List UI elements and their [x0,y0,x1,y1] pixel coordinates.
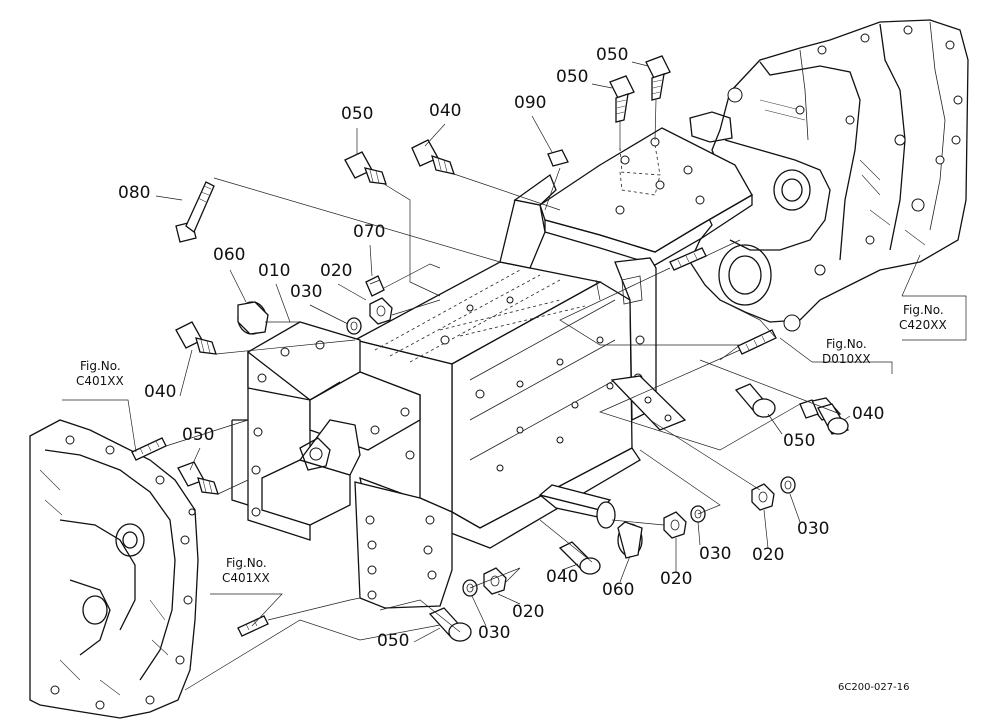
part-label-030: 030 [290,282,322,302]
part-label-010: 010 [258,261,290,281]
figure-reference: Fig.No.D010XX [822,337,871,366]
transmission-housing-left [29,419,199,719]
front-bracket-left [231,321,453,609]
washer-030-upper [346,317,362,335]
part-label-060: 060 [213,245,245,265]
bolt-050-left-lower [177,461,219,495]
part-label-030: 030 [797,519,829,539]
part-label-050: 050 [341,104,373,124]
nut-020-mid [663,511,687,539]
figure-reference: Fig.No.C401XX [222,556,270,585]
figure-reference: Fig.No.C420XX [899,303,947,332]
part-label-040: 040 [429,101,461,121]
nut-020-right [751,483,775,511]
bolt-050-top-1 [645,55,671,101]
part-label-030: 030 [699,544,731,564]
bolt-080 [175,181,215,243]
part-label-020: 020 [512,602,544,622]
figure-reference-number: C420XX [899,318,947,332]
part-label-050: 050 [182,425,214,445]
part-label-020: 020 [752,545,784,565]
part-label-050: 050 [556,67,588,87]
bolt-040-upper [411,139,455,175]
figure-reference-line1: Fig.No. [80,359,121,373]
figure-reference-line1: Fig.No. [826,337,867,351]
part-label-020: 020 [660,569,692,589]
part-label-050: 050 [377,631,409,651]
figure-reference: Fig.No.C401XX [76,359,124,388]
tube-assembly [237,301,643,559]
figure-reference-line1: Fig.No. [903,303,944,317]
part-label-070: 070 [353,222,385,242]
part-label-020: 020 [320,261,352,281]
figure-reference-number: D010XX [822,352,871,366]
washer-030-right [780,476,796,494]
bolt-040-left [175,321,217,355]
nut-020-lower [483,567,507,595]
part-070 [365,275,385,297]
transmission-housing-right [689,19,969,332]
assembly-lines [62,99,967,691]
callout-leaders [155,61,851,643]
part-label-040: 040 [144,382,176,402]
nut-020-upper [369,297,393,325]
figure-reference-number: C401XX [222,571,270,585]
part-label-040: 040 [852,404,884,424]
nuts-washers [346,297,796,597]
bolt-050-right [734,383,776,418]
part-label-080: 080 [118,183,150,203]
drawing-code: 6C200-027-16 [838,682,909,693]
figure-references: Fig.No.C401XXFig.No.C401XXFig.No.D010XXF… [76,303,947,585]
part-label-090: 090 [514,93,546,113]
part-090 [547,149,569,167]
bolt-050-upper-left [344,151,387,185]
top-bracket-plate [499,127,753,431]
studs [131,247,777,637]
part-label-060: 060 [602,580,634,600]
bolt-050-top-2 [609,75,635,123]
bolts [131,55,850,642]
part-label-050: 050 [783,431,815,451]
part-label-040: 040 [546,567,578,587]
figure-reference-number: C401XX [76,374,124,388]
bolt-040-right [799,397,850,435]
part-label-050: 050 [596,45,628,65]
part-label-030: 030 [478,623,510,643]
figure-reference-line1: Fig.No. [226,556,267,570]
